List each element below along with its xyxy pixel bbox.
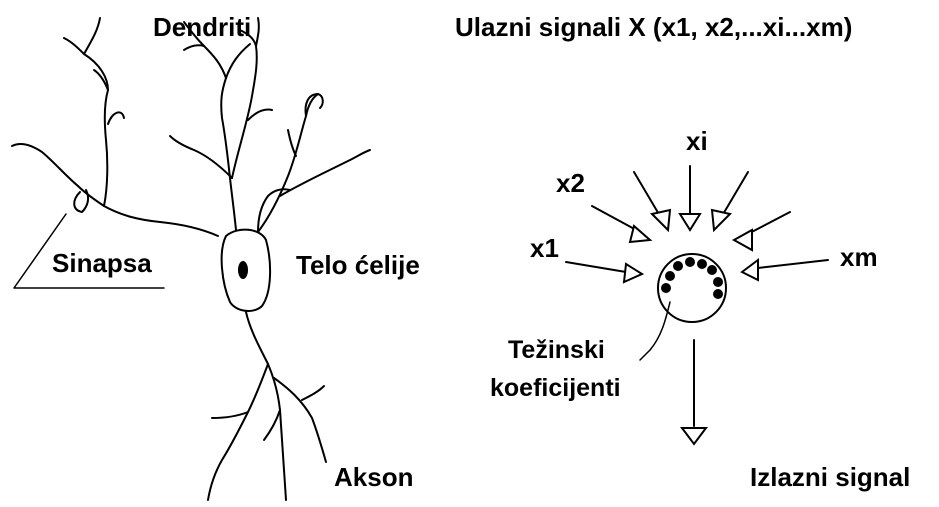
arrow-x3 bbox=[634, 172, 660, 216]
input-label-x2: x2 bbox=[556, 170, 585, 196]
weights-label-line2: koeficijenti bbox=[490, 376, 621, 401]
arrow-x1 bbox=[566, 262, 626, 272]
dendrites-label: Dendriti bbox=[153, 14, 251, 40]
cell-body-label: Telo ćelije bbox=[296, 252, 420, 278]
axon-label: Akson bbox=[334, 464, 413, 490]
arrow-x5 bbox=[722, 172, 748, 216]
input-label-x1: x1 bbox=[530, 235, 559, 261]
arrow-xm bbox=[758, 260, 828, 268]
input-label-xm: xm bbox=[840, 244, 878, 270]
weights-label-line1: Težinski bbox=[508, 338, 605, 363]
output-label: Izlazni signal bbox=[750, 464, 910, 490]
inputs-title: Ulazni signali X (x1, x2,...xi...xm) bbox=[455, 14, 852, 40]
synapse-label: Sinapsa bbox=[52, 250, 152, 276]
input-label-xi: xi bbox=[686, 128, 708, 154]
